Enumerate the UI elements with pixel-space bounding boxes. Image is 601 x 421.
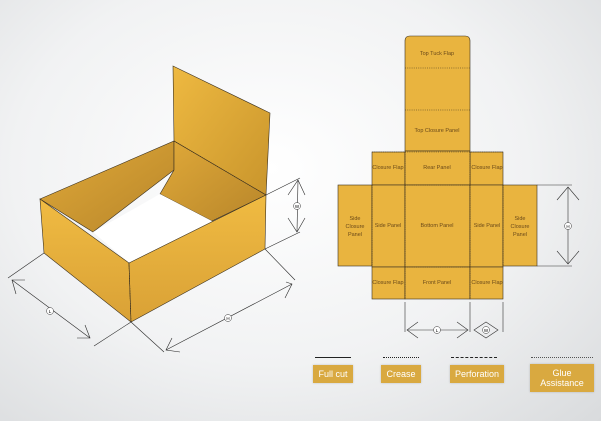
panel-front xyxy=(404,266,471,300)
panel-closure-flap-bl xyxy=(371,266,406,300)
dotted-line-sample xyxy=(383,357,419,358)
panel-rear xyxy=(404,150,471,186)
label-side-closure-right: Side xyxy=(514,216,525,222)
dieline xyxy=(337,35,538,300)
solid-line-sample xyxy=(315,357,351,358)
dieline-length-label: L xyxy=(436,328,439,333)
legend-perforation: Perforation xyxy=(450,357,505,383)
dieline-width-label: W xyxy=(484,328,489,333)
panel-bottom xyxy=(404,184,471,268)
legend-label: Perforation xyxy=(450,365,505,383)
label-side-closure-left: Side xyxy=(349,216,360,222)
legend-label: Glue Assistance xyxy=(530,364,594,392)
legend-full-cut: Full cut xyxy=(313,357,353,383)
box-interior-floor xyxy=(93,194,212,263)
box-3d xyxy=(39,65,271,323)
dashed-line-sample xyxy=(451,357,497,358)
label-side-panel-left: Side Panel xyxy=(375,223,402,229)
label-closure-flap-tr: Closure Flap xyxy=(471,165,502,171)
label-bottom-panel: Bottom Panel xyxy=(420,223,453,229)
dieline-height-label: H xyxy=(566,224,569,229)
width-label: W xyxy=(295,204,300,209)
label-closure-flap-br: Closure Flap xyxy=(471,280,502,286)
panel-closure-flap-tl xyxy=(371,151,406,186)
height-label: H xyxy=(226,316,229,321)
crease-lines xyxy=(371,67,504,299)
label-side-closure-left: Closure xyxy=(346,224,365,230)
label-side-panel-right: Side Panel xyxy=(474,223,501,229)
label-side-closure-right: Panel xyxy=(513,232,527,238)
panel-closure-flap-br xyxy=(469,266,504,300)
fine-dotted-line-sample xyxy=(531,357,593,358)
label-top-tuck-flap: Top Tuck Flap xyxy=(420,51,454,57)
crease-line xyxy=(173,140,267,196)
legend-label: Crease xyxy=(381,365,421,383)
panel-top-tuck-and-closure xyxy=(404,35,471,152)
label-side-closure-left: Panel xyxy=(348,232,362,238)
label-front-panel: Front Panel xyxy=(423,280,451,286)
label-top-closure-panel: Top Closure Panel xyxy=(415,128,460,134)
legend-label: Full cut xyxy=(313,365,353,383)
label-closure-flap-bl: Closure Flap xyxy=(372,280,403,286)
label-closure-flap-tl: Closure Flap xyxy=(372,165,403,171)
legend-crease: Crease xyxy=(381,357,421,383)
legend-glue-assistance: Glue Assistance xyxy=(530,357,594,392)
panel-side-closure-left xyxy=(337,184,373,267)
label-rear-panel: Rear Panel xyxy=(423,165,451,171)
panel-side-closure-right xyxy=(502,184,538,267)
label-side-closure-right: Closure xyxy=(511,224,530,230)
length-label: L xyxy=(49,309,52,314)
panel-side-right xyxy=(469,184,504,268)
